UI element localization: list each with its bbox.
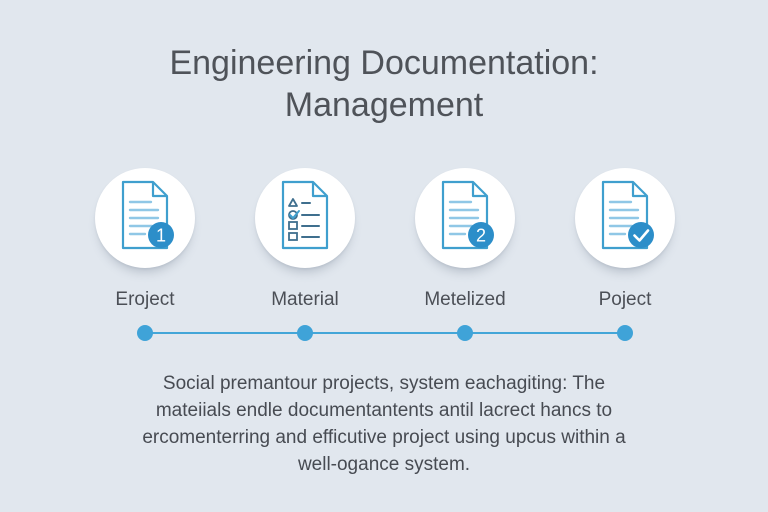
step-material: Material xyxy=(225,168,385,312)
step-1-label: Eroject xyxy=(115,289,175,310)
description-text: Social premantour projects, system eacha… xyxy=(84,370,684,478)
page-title: Engineering Documentation: Management xyxy=(0,42,768,126)
document-icon: 1 xyxy=(121,180,174,250)
step-4-label: Poject xyxy=(598,289,652,310)
document-icon: 2 xyxy=(441,180,494,250)
page-title-line-1: Engineering Documentation: xyxy=(169,44,599,82)
step-3-label: Metelized xyxy=(424,289,506,310)
timeline-dot-4 xyxy=(617,325,633,341)
step-2-circle xyxy=(255,168,355,268)
step-metelized: 2 Metelized xyxy=(385,168,545,312)
step-project: 1 Eroject xyxy=(65,168,225,312)
timeline-dot-1 xyxy=(137,325,153,341)
timeline-dot-2 xyxy=(297,325,313,341)
step-1-circle: 1 xyxy=(95,168,195,268)
description-line-1: Social premantour projects, system eacha… xyxy=(162,373,606,394)
step-3-circle: 2 xyxy=(415,168,515,268)
step-1-badge: 1 xyxy=(156,226,166,246)
timeline-line xyxy=(145,332,627,334)
timeline-dot-3 xyxy=(457,325,473,341)
description-line-4: well-ogance system. xyxy=(297,454,471,475)
step-4-circle xyxy=(575,168,675,268)
description-line-2: mateiials endle documentantents antil la… xyxy=(155,400,613,421)
document-check-icon xyxy=(601,180,654,250)
checklist-icon xyxy=(281,180,329,250)
description-line-3: ercomenterring and efficutive project us… xyxy=(142,427,626,448)
check-icon xyxy=(633,229,650,242)
step-2-label: Material xyxy=(271,289,339,310)
process-steps: 1 Eroject Material xyxy=(0,168,768,318)
step-poject: Poject xyxy=(545,168,705,312)
page-title-line-2: Management xyxy=(284,86,484,124)
step-3-badge: 2 xyxy=(476,226,486,246)
